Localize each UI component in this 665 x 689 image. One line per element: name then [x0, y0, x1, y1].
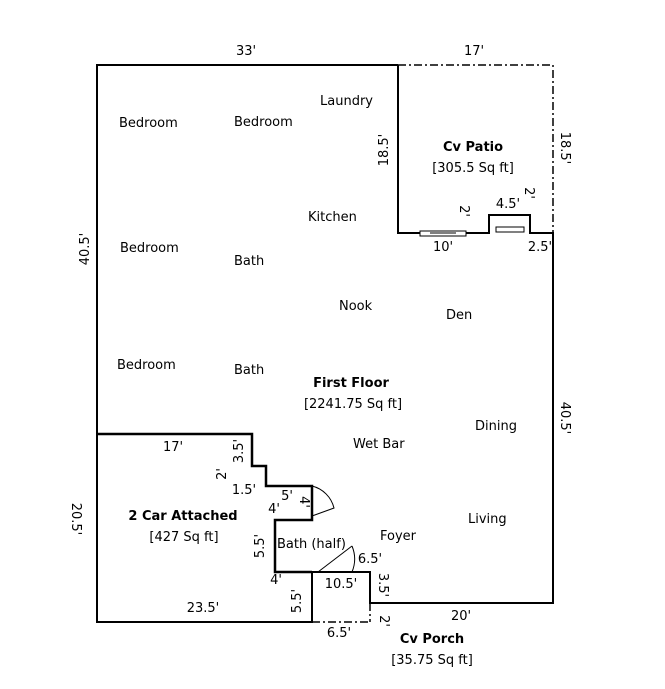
room-laundry: Laundry: [320, 94, 373, 109]
dim-porch-6-5b: 6.5': [327, 626, 351, 641]
dim-garage-5-5b: 5.5': [290, 589, 305, 613]
door-arc-2: [351, 545, 356, 573]
room-foyer: Foyer: [380, 529, 417, 544]
door-leaf-2: [317, 545, 353, 573]
dim-patio-2-5: 2.5': [528, 240, 552, 255]
dim-porch-20: 20': [451, 609, 471, 624]
room-kitchen: Kitchen: [308, 210, 357, 225]
garage-wall: [97, 432, 314, 574]
dim-garage-4: 4': [296, 496, 311, 508]
dim-left-main: 40.5': [78, 233, 93, 266]
dim-porch-6-5: 6.5': [358, 552, 382, 567]
dim-patio-right: 18.5': [557, 132, 572, 165]
area-size-cv-porch: [35.75 Sq ft]: [391, 653, 473, 668]
dim-garage-4b: 4': [268, 502, 280, 517]
patio-open-edge: [398, 64, 554, 233]
dim-garage-bottom: 23.5': [187, 601, 220, 616]
main-wall-outline: [96, 64, 554, 623]
room-den: Den: [446, 308, 472, 323]
walls: [96, 64, 554, 623]
area-name-cv-patio: Cv Patio: [443, 140, 503, 155]
dim-patio-left: 18.5': [377, 134, 392, 167]
dim-garage-4c: 4': [270, 573, 282, 588]
dim-garage-5: 5': [281, 489, 293, 504]
open-edges: [312, 64, 554, 623]
room-nook: Nook: [339, 299, 373, 314]
dim-patio-10: 10': [433, 240, 453, 255]
area-labels: Cv Patio [305.5 Sq ft] First Floor [2241…: [128, 140, 513, 668]
room-bath-2: Bath: [234, 363, 264, 378]
dim-porch-2: 2': [376, 615, 391, 627]
area-name-cv-porch: Cv Porch: [400, 632, 464, 647]
room-wet-bar: Wet Bar: [353, 437, 405, 452]
room-living: Living: [468, 512, 507, 527]
room-bedroom-1: Bedroom: [119, 116, 178, 131]
area-name-garage: 2 Car Attached: [128, 509, 237, 524]
room-bedroom-2: Bedroom: [234, 115, 293, 130]
dim-patio-small-2b: 2': [521, 187, 536, 199]
window-marker: [495, 226, 525, 233]
dimension-labels: 33' 17' 40.5' 18.5' 18.5' 2' 2' 4.5' 10'…: [68, 44, 572, 641]
area-size-garage: [427 Sq ft]: [149, 530, 218, 545]
dim-garage-5-5: 5.5': [253, 534, 268, 558]
dim-top-main: 33': [236, 44, 256, 59]
room-bedroom-4: Bedroom: [117, 358, 176, 373]
dim-patio-small-2: 2': [456, 205, 471, 217]
area-size-first-floor: [2241.75 Sq ft]: [304, 397, 402, 412]
dim-garage-2: 2': [215, 468, 230, 480]
room-labels: Bedroom Bedroom Laundry Bedroom Bath Kit…: [117, 94, 517, 552]
dim-porch-10-5: 10.5': [325, 577, 358, 592]
room-dining: Dining: [475, 419, 517, 434]
area-name-first-floor: First Floor: [313, 376, 389, 391]
dim-garage-1-5: 1.5': [232, 483, 256, 498]
room-bath-1: Bath: [234, 254, 264, 269]
door-arc-1: [311, 485, 335, 517]
dim-garage-3-5: 3.5': [232, 439, 247, 463]
room-bath-half: Bath (half): [277, 537, 346, 552]
dim-patio-4-5: 4.5': [496, 197, 520, 212]
door-swings: [311, 485, 356, 573]
dim-right-main: 40.5': [557, 402, 572, 435]
dim-porch-3-5: 3.5': [375, 573, 390, 597]
room-bedroom-3: Bedroom: [120, 241, 179, 256]
dim-garage-top: 17': [163, 440, 183, 455]
dim-top-patio: 17': [464, 44, 484, 59]
dim-garage-left: 20.5': [68, 503, 83, 536]
openings: [419, 226, 525, 237]
area-size-cv-patio: [305.5 Sq ft]: [432, 161, 514, 176]
